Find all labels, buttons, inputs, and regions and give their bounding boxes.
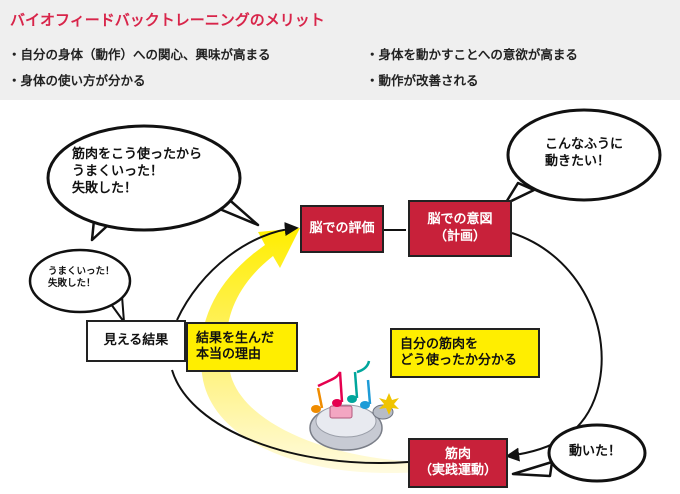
wish-bubble [503,108,662,206]
biofeedback-device-illustration [309,393,399,451]
thought-bubble-main [46,124,260,242]
wish-text: こんなふうに 動きたい！ [545,137,624,169]
feedback-arrow [200,228,420,474]
moved-text: 動いた！ [569,444,622,459]
box-muscle-practice: 筋肉 （実践運動） [408,438,508,488]
thought-small-text: うまくいった！ 失敗した！ [48,266,115,290]
benefits-title: バイオフィードバックトレーニングのメリット [10,11,325,29]
benefit-item-body-usage: ・身体の使い方が分かる [8,73,146,88]
benefit-item-interest: ・自分の身体（動作）への関心、興味が高まる [8,47,271,62]
cycle-arc-left-top [176,222,299,321]
cycle-arc-left-bottom [171,369,409,464]
benefits-panel: バイオフィードバックトレーニングのメリット ・自分の身体（動作）への関心、興味が… [0,0,680,100]
box-true-reason: 結果を生んだ 本当の理由 [186,322,298,372]
benefit-item-motivation: ・身体を動かすことへの意欲が高まる [366,47,578,62]
thought-bubble-small [28,248,132,323]
thought-main-text: 筋肉をこう使ったから うまくいった！ 失敗した！ [72,147,203,196]
box-muscle-usage-understood: 自分の筋肉を どう使ったか分かる [390,328,540,378]
box-brain-intention: 脳での意図 （計画） [408,200,512,257]
music-note-icon [311,360,372,413]
box-visible-result: 見える結果 [86,320,186,362]
moved-bubble [511,423,647,483]
box-brain-evaluation: 脳での評価 [300,205,384,253]
benefit-item-improvement: ・動作が改善される [366,73,479,88]
